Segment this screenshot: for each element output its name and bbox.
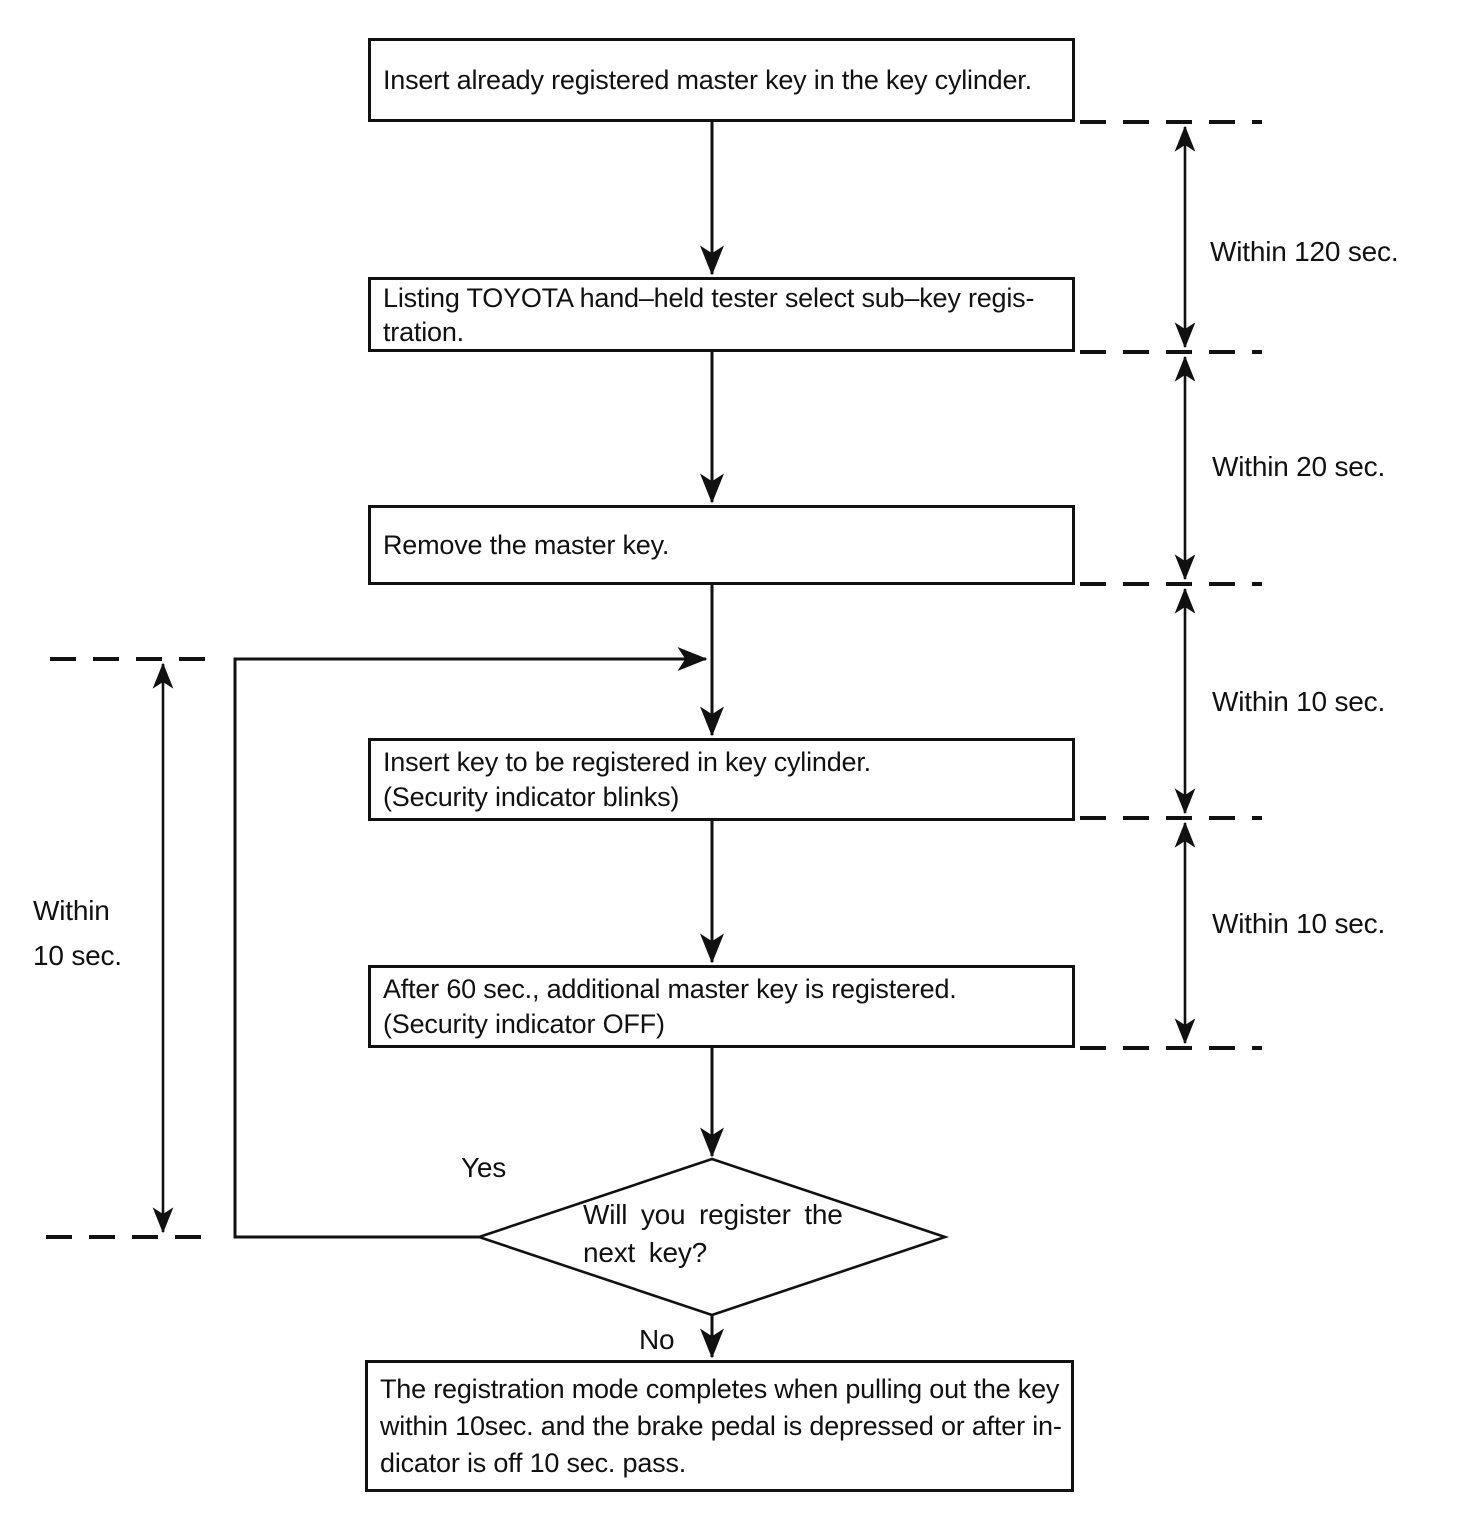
decision-text-line: Will you register the — [583, 1199, 843, 1230]
step-text: (Security indicator blinks) — [383, 781, 680, 812]
step-registration-mode-completes: The registration mode completes when pul… — [365, 1360, 1074, 1492]
step-text: within 10sec. and the brake pedal is dep… — [380, 1410, 1062, 1441]
step-text: tration. — [383, 316, 464, 347]
decision-register-next-key: Will you register the next key? — [583, 1196, 843, 1272]
branch-label-no: No — [639, 1324, 675, 1355]
timing-within-10s-b: Within 10 sec. — [1212, 908, 1386, 939]
step-text: Remove the master key. — [383, 529, 670, 560]
timing-within-120s: Within 120 sec. — [1210, 236, 1399, 267]
timing-within-20s: Within 20 sec. — [1212, 451, 1386, 482]
step-text: After 60 sec., additional master key is … — [383, 973, 957, 1004]
step-insert-key-to-register: Insert key to be registered in key cylin… — [368, 738, 1075, 821]
step-remove-master-key: Remove the master key. — [368, 505, 1075, 585]
step-insert-registered-master-key: Insert already registered master key in … — [368, 38, 1075, 122]
step-text: (Security indicator OFF) — [383, 1008, 665, 1039]
step-text: Insert key to be registered in key cylin… — [383, 746, 871, 777]
step-text: Insert already registered master key in … — [383, 64, 1032, 95]
decision-text-line: next key? — [583, 1237, 708, 1268]
step-text: Listing TOYOTA hand–held tester select s… — [383, 282, 1035, 313]
step-additional-key-registered: After 60 sec., additional master key is … — [368, 965, 1075, 1048]
timing-within-10s-a: Within 10 sec. — [1212, 686, 1386, 717]
step-text: dicator is off 10 sec. pass. — [380, 1447, 687, 1478]
timing-text-line: 10 sec. — [33, 940, 122, 971]
loop-line-yes-branch — [233, 647, 708, 1239]
step-select-sub-key-registration: Listing TOYOTA hand–held tester select s… — [368, 277, 1075, 352]
timing-within-10s-left: Within 10 sec. — [33, 888, 122, 978]
branch-label-yes: Yes — [461, 1152, 507, 1183]
step-text: The registration mode completes when pul… — [380, 1373, 1060, 1404]
timing-text-line: Within — [33, 895, 110, 926]
